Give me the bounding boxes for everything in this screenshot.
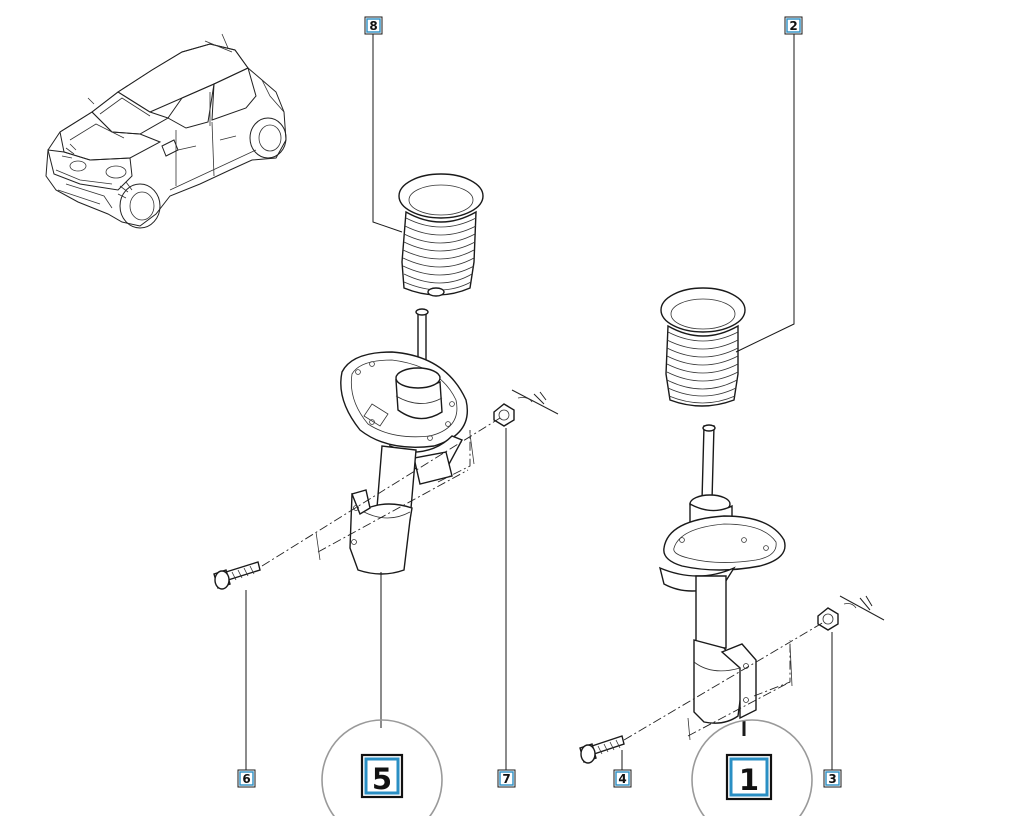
right-nut xyxy=(817,607,839,631)
callout-6: 6 xyxy=(237,769,256,788)
callout-1-label: 1 xyxy=(739,763,759,797)
callout-4: 4 xyxy=(613,769,632,788)
leader-lines xyxy=(245,34,833,770)
callout-2-label: 2 xyxy=(789,19,797,33)
callout-5: 5 xyxy=(360,753,404,799)
left-bolt xyxy=(213,561,261,590)
callout-6-label: 6 xyxy=(242,772,250,786)
callout-7: 7 xyxy=(497,769,516,788)
callout-2: 2 xyxy=(784,16,803,35)
callout-3: 3 xyxy=(823,769,842,788)
right-bolt xyxy=(579,735,625,764)
callout-5-label: 5 xyxy=(372,762,392,796)
callout-7-label: 7 xyxy=(502,772,510,786)
callout-4-label: 4 xyxy=(618,772,626,786)
callout-1: 1 xyxy=(725,753,773,801)
highlight-circle-5 xyxy=(321,719,443,820)
callout-8: 8 xyxy=(364,16,383,35)
callout-3-label: 3 xyxy=(828,772,836,786)
left-nut xyxy=(493,403,515,427)
car-illustration xyxy=(45,33,287,229)
callout-8-label: 8 xyxy=(369,19,377,33)
right-bump-stop-boot xyxy=(660,287,746,407)
left-strut-assembly xyxy=(213,173,559,590)
right-strut-assembly xyxy=(579,287,885,764)
highlight-circle-1 xyxy=(691,719,813,820)
left-bump-stop-boot xyxy=(398,173,484,297)
